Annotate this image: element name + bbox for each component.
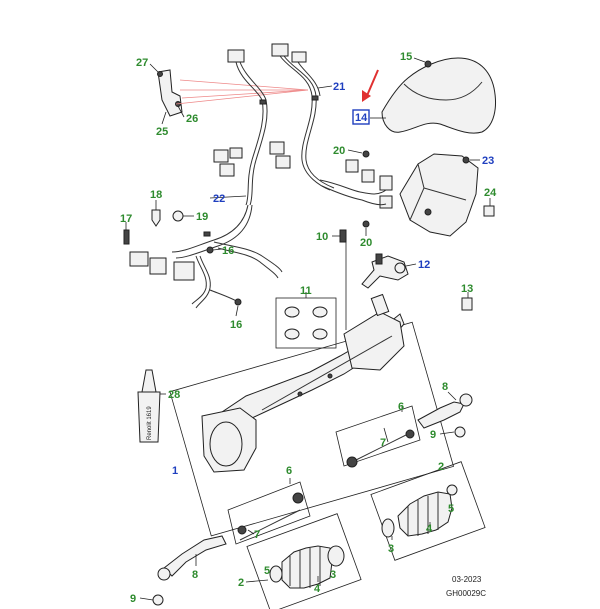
label-26: 26 <box>186 113 198 125</box>
label-5-left: 5 <box>264 565 270 577</box>
label-4-left: 4 <box>314 583 321 595</box>
label-3-right: 3 <box>388 543 394 555</box>
label-14-box <box>352 109 370 125</box>
highlight-lines <box>175 79 309 105</box>
label-2-left: 2 <box>238 577 244 589</box>
label-28: 28 <box>168 389 180 401</box>
label-22: 22 <box>213 193 225 205</box>
grease-tube <box>137 369 166 443</box>
label-7-left: 7 <box>254 529 260 541</box>
tie-rod-right <box>335 391 473 468</box>
footer-code: GH00029C <box>446 589 486 598</box>
bracket-assembly <box>149 63 185 125</box>
tie-rod-left <box>139 478 311 606</box>
label-25: 25 <box>156 126 168 138</box>
boot-right <box>370 461 486 561</box>
label-20-upper: 20 <box>333 145 345 157</box>
callout-labels: 27 26 25 21 15 14 23 24 20 20 22 18 17 1… <box>120 51 497 605</box>
steering-rack <box>169 293 455 537</box>
label-24: 24 <box>484 187 497 199</box>
tube-label: Renolit 1619 <box>147 406 153 440</box>
label-3-left: 3 <box>330 569 336 581</box>
label-8-right: 8 <box>442 381 448 393</box>
bushing-set <box>275 292 337 349</box>
label-12: 12 <box>418 259 430 271</box>
label-9-right: 9 <box>430 429 436 441</box>
label-27: 27 <box>136 57 148 69</box>
label-18: 18 <box>150 189 162 201</box>
label-15: 15 <box>400 51 412 63</box>
mount-parts <box>332 229 473 311</box>
label-5-right: 5 <box>448 503 454 515</box>
boot-left <box>245 513 362 609</box>
label-10: 10 <box>316 231 328 243</box>
label-19: 19 <box>196 211 208 223</box>
label-21: 21 <box>333 81 345 93</box>
label-6-right: 6 <box>398 401 404 413</box>
label-17: 17 <box>120 213 132 225</box>
heat-shield-lower <box>399 153 495 237</box>
label-14: 14 <box>355 112 368 124</box>
label-8-left: 8 <box>192 569 198 581</box>
label-13: 13 <box>461 283 473 295</box>
label-11: 11 <box>300 285 312 297</box>
label-16-upper: 16 <box>222 245 234 257</box>
label-23: 23 <box>482 155 494 167</box>
sensor-parts <box>123 200 194 245</box>
label-4-right: 4 <box>426 523 433 535</box>
label-7-right: 7 <box>380 437 386 449</box>
label-6-left: 6 <box>286 465 292 477</box>
label-1: 1 <box>172 465 178 477</box>
wiring-harness-lower <box>129 195 283 317</box>
wiring-harness-upper <box>227 43 335 206</box>
label-2-right: 2 <box>438 461 444 473</box>
label-9-left: 9 <box>130 593 136 605</box>
heat-shield-upper <box>370 57 496 134</box>
label-16-lower: 16 <box>230 319 242 331</box>
footer-date: 03-2023 <box>452 575 482 584</box>
red-arrow-icon <box>362 69 379 102</box>
connector-cluster <box>213 141 393 236</box>
label-20-lower: 20 <box>360 237 372 249</box>
